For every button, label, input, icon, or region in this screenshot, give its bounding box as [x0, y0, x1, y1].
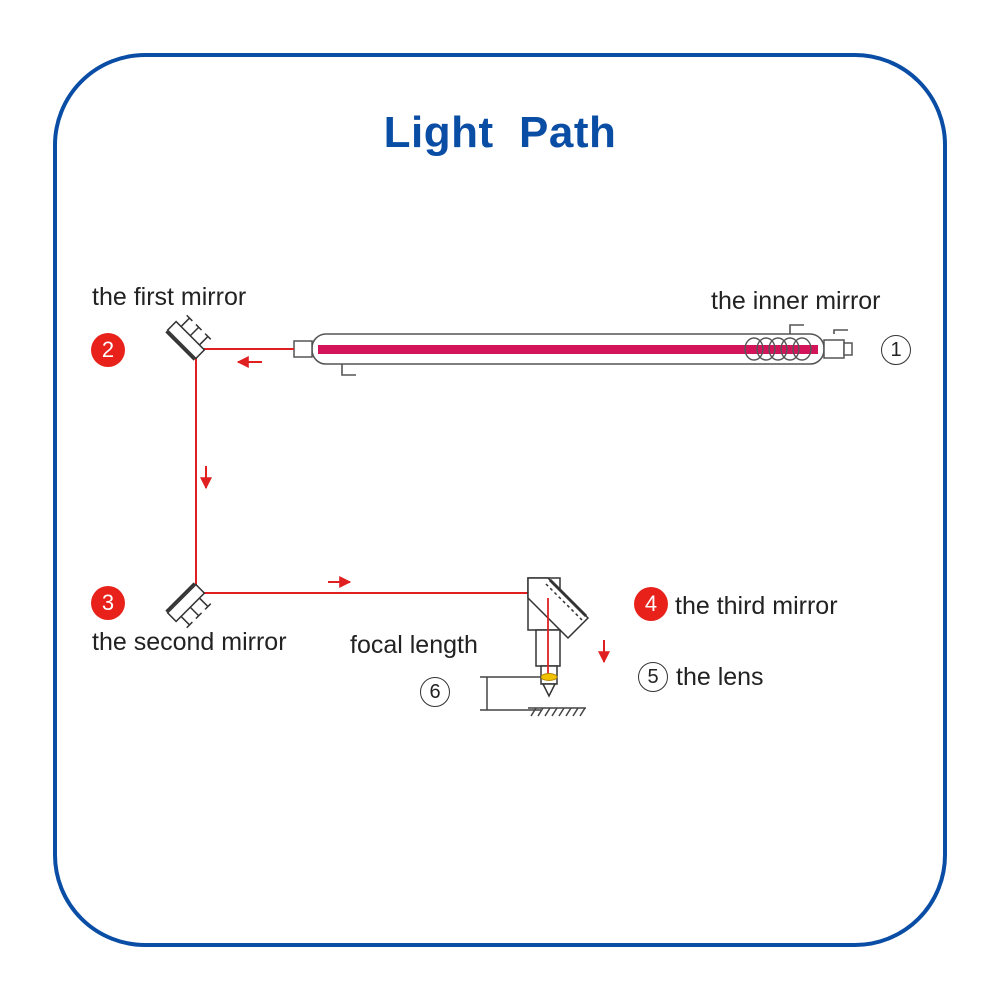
marker-4: 4 [634, 587, 668, 621]
label-inner-mirror: the inner mirror [711, 287, 881, 315]
marker-3: 3 [91, 586, 125, 620]
first-mirror-mount-icon [165, 314, 212, 361]
label-third-mirror: the third mirror [675, 592, 838, 620]
work-surface-icon [528, 707, 586, 717]
label-lens: the lens [676, 663, 764, 691]
rounded-frame [53, 53, 947, 947]
marker-5: 5 [638, 662, 668, 692]
beam-path [195, 348, 544, 594]
focal-length-bracket [480, 676, 541, 711]
label-first-mirror: the first mirror [92, 283, 247, 311]
laser-head [527, 577, 590, 698]
marker-6: 6 [420, 677, 450, 707]
label-focal-length: focal length [350, 631, 478, 659]
marker-1: 1 [881, 335, 911, 365]
lens-icon [540, 673, 558, 681]
second-mirror-mount-icon [165, 582, 212, 629]
laser-tube [293, 324, 853, 376]
marker-2: 2 [91, 333, 125, 367]
coil-icon [744, 337, 812, 361]
label-second-mirror: the second mirror [92, 628, 287, 656]
page-title: Light Path [383, 108, 617, 157]
